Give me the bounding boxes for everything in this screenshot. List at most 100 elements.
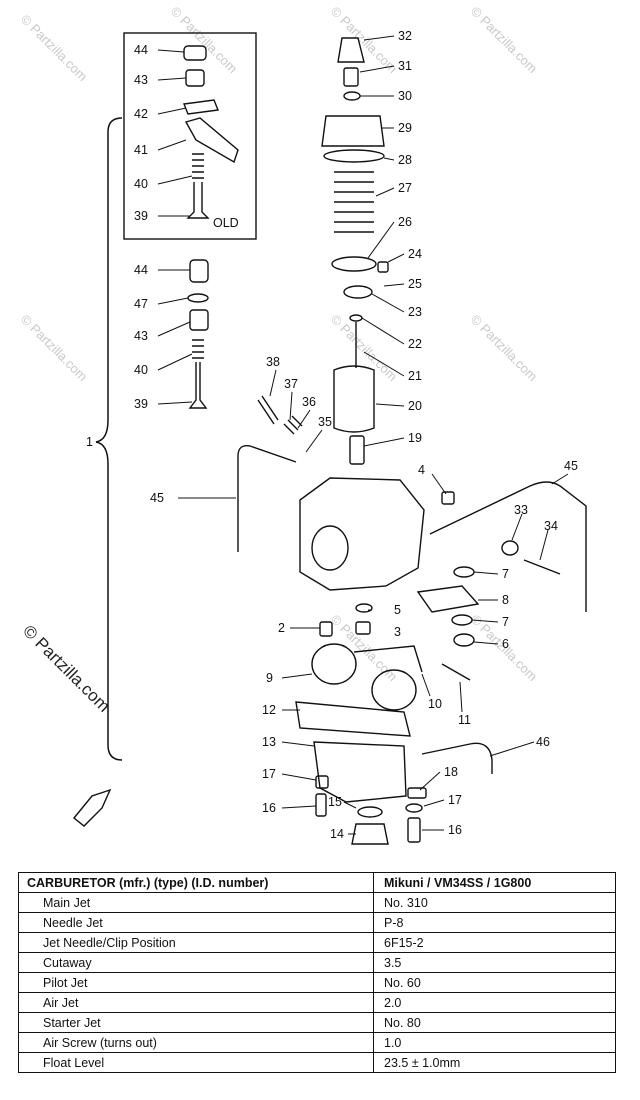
- bolt-part: [343, 67, 359, 87]
- assembly-bracket: [95, 117, 123, 761]
- top-cover-part: [321, 115, 385, 147]
- callout-number: 9: [266, 671, 273, 685]
- float-part: [371, 669, 417, 711]
- watermark: © Partzilla.com: [168, 4, 241, 77]
- callout-number: 40: [134, 177, 148, 191]
- table-cell-label: Air Jet: [18, 992, 374, 1013]
- callout-number: 12: [262, 703, 276, 717]
- table-row: Cutaway 3.5: [18, 952, 616, 973]
- table-cell-label: Cutaway: [18, 952, 374, 973]
- lever-part: [184, 117, 239, 164]
- screw-part: [377, 261, 389, 273]
- float-arm-part: [353, 645, 423, 673]
- hose-part: [421, 742, 493, 774]
- table-cell-label: Pilot Jet: [18, 972, 374, 993]
- carburetor-spec-table: CARBURETOR (mfr.) (type) (I.D. number) M…: [18, 872, 616, 1073]
- pin-part: [441, 663, 471, 681]
- spring-part: [283, 415, 303, 435]
- plate-part: [416, 585, 480, 613]
- callout-number: 44: [134, 263, 148, 277]
- table-cell-label: Jet Needle/Clip Position: [18, 932, 374, 953]
- callout-number: 5: [394, 603, 401, 617]
- callout-number: 39: [134, 397, 148, 411]
- callout-number: 27: [398, 181, 412, 195]
- float-part: [311, 643, 357, 685]
- throttle-valve-part: [333, 365, 375, 433]
- callout-number: 31: [398, 59, 412, 73]
- watermark-large: © Partzilla.com: [19, 621, 113, 715]
- cap-part: [337, 37, 365, 63]
- callout-number: 19: [408, 431, 422, 445]
- table-cell-value: 3.5: [373, 952, 616, 973]
- nut-part: [189, 309, 209, 331]
- parts: [73, 37, 587, 845]
- drain-plug-part: [351, 823, 389, 845]
- table-cell-value: 2.0: [373, 992, 616, 1013]
- callout-number: 11: [458, 713, 471, 727]
- callout-number: 42: [134, 107, 148, 121]
- washer-part: [187, 293, 209, 303]
- callout-number: 32: [398, 29, 412, 43]
- screw-part: [315, 775, 329, 789]
- callout-number: 41: [134, 143, 148, 157]
- callout-number: 34: [544, 519, 558, 533]
- callout-number: 6: [502, 637, 509, 651]
- table-row: Air Jet 2.0: [18, 992, 616, 1013]
- callout-number: 7: [502, 615, 509, 629]
- carburetor-exploded-diagram: © Partzilla.com © Partzilla.com © Partzi…: [18, 4, 587, 845]
- callout-number: 44: [134, 43, 148, 57]
- plunger-part: [188, 362, 208, 409]
- inset-label: OLD: [213, 216, 239, 230]
- callout-number: 38: [266, 355, 280, 369]
- needle-jet-part: [349, 435, 365, 465]
- callout-number: 25: [408, 277, 422, 291]
- table-row: Float Level 23.5 ± 1.0mm: [18, 1052, 616, 1073]
- watermark: © Partzilla.com: [468, 312, 541, 385]
- table-cell-value: No. 60: [373, 972, 616, 993]
- leader-lines: [157, 35, 569, 835]
- screw-part: [523, 559, 561, 575]
- callout-number: 16: [262, 801, 276, 815]
- screw-part: [315, 793, 327, 817]
- callout-number: 20: [408, 399, 422, 413]
- callout-number: 1: [86, 435, 93, 449]
- callout-number: 29: [398, 121, 412, 135]
- washer-part: [453, 566, 475, 578]
- callout-number: 45: [564, 459, 578, 473]
- old-parts-inset: [123, 32, 257, 240]
- table-cell-value: 23.5 ± 1.0mm: [373, 1052, 616, 1073]
- table-row: Main Jet No. 310: [18, 892, 616, 913]
- callout-number: 35: [318, 415, 332, 429]
- table-row: Jet Needle/Clip Position 6F15-2: [18, 932, 616, 953]
- table-cell-label: CARBURETOR (mfr.) (type) (I.D. number): [18, 872, 374, 893]
- cap-part: [189, 259, 209, 283]
- callout-number: 18: [444, 765, 458, 779]
- plunger-part: [186, 182, 210, 219]
- callout-number: 23: [408, 305, 422, 319]
- callout-number: 33: [514, 503, 528, 517]
- callout-number: 7: [502, 567, 509, 581]
- table-row: Air Screw (turns out) 1.0: [18, 1032, 616, 1053]
- table-cell-value: Mikuni / VM34SS / 1G800: [373, 872, 616, 893]
- table-cell-value: No. 80: [373, 1012, 616, 1033]
- callout-number: 37: [284, 377, 298, 391]
- callout-number: 47: [134, 297, 148, 311]
- screw-part: [257, 395, 279, 425]
- clip-part: [407, 787, 427, 799]
- watermark: © Partzilla.com: [328, 312, 401, 385]
- table-row: CARBURETOR (mfr.) (type) (I.D. number) M…: [18, 872, 616, 893]
- callout-number: 16: [448, 823, 462, 837]
- ring-part: [323, 149, 385, 163]
- callout-number: 36: [302, 395, 316, 409]
- seat-part: [331, 256, 377, 272]
- watermark: © Partzilla.com: [18, 12, 91, 85]
- callout-number: 14: [330, 827, 344, 841]
- callout-number: 30: [398, 89, 412, 103]
- table-cell-value: P-8: [373, 912, 616, 933]
- nut-part: [453, 633, 475, 647]
- callout-number: 2: [278, 621, 285, 635]
- callout-number: 43: [134, 73, 148, 87]
- table-cell-label: Needle Jet: [18, 912, 374, 933]
- callout-number: 8: [502, 593, 509, 607]
- callout-numbers: 44 43 42 41 40 39 44 47 43 40 39 38 37 3…: [86, 29, 578, 841]
